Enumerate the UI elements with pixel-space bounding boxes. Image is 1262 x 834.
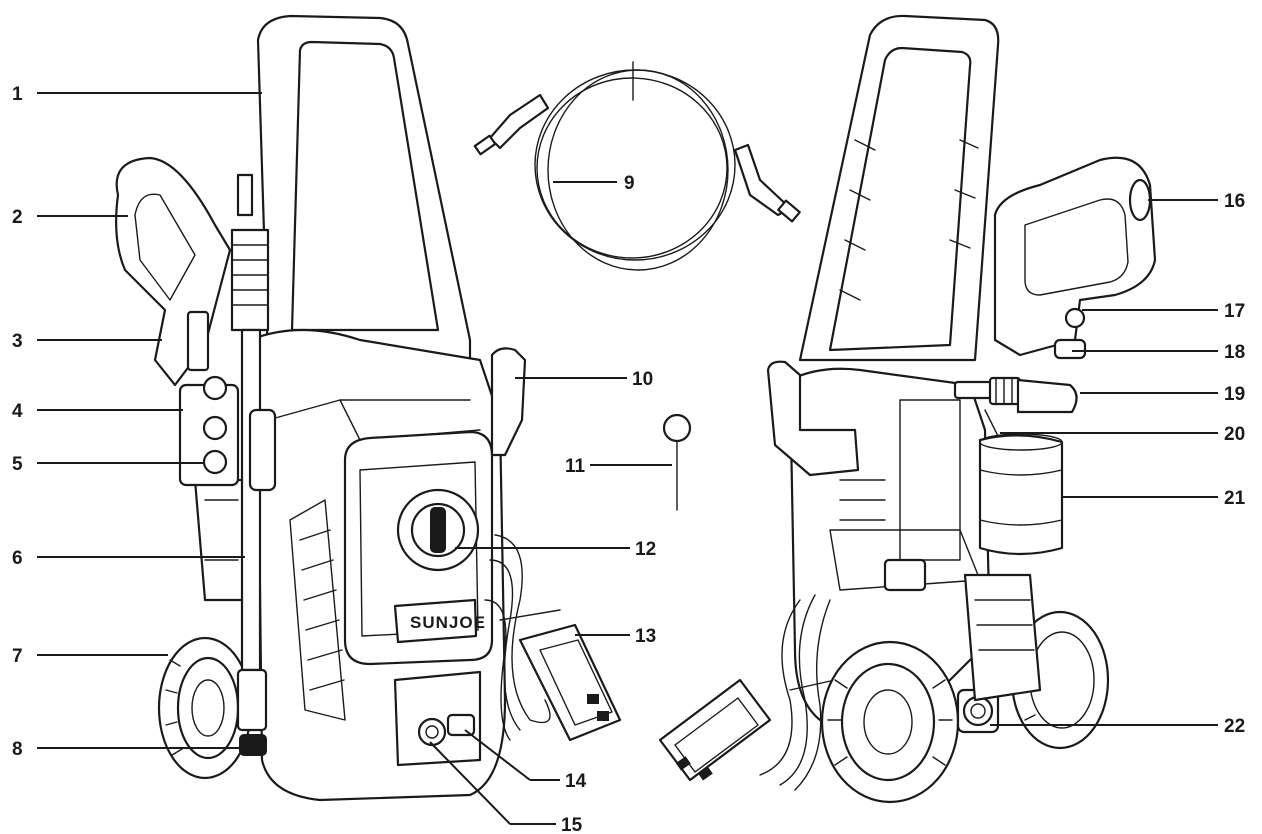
callout-20: 20 xyxy=(1224,424,1245,445)
water-inlet xyxy=(956,573,1042,734)
detergent-tank xyxy=(978,433,1064,556)
callout-21: 21 xyxy=(1224,488,1246,509)
rear-power-cord xyxy=(759,594,836,791)
callout-8: 8 xyxy=(12,739,23,760)
callout-12: 12 xyxy=(635,539,656,560)
nozzle-holder xyxy=(178,375,277,492)
rear-gfci-plug xyxy=(658,678,772,782)
leader-lines xyxy=(37,92,1218,825)
callout-numbers: 1 2 3 4 5 6 7 8 9 10 11 12 13 14 15 16 1… xyxy=(12,84,1246,834)
callout-18: 18 xyxy=(1224,342,1245,363)
callout-11: 11 xyxy=(565,456,586,477)
nozzle-cleaning-pin xyxy=(662,413,692,511)
handle-frame xyxy=(256,14,472,362)
spray-gun xyxy=(115,156,232,387)
callout-14: 14 xyxy=(565,771,587,792)
callout-13: 13 xyxy=(635,626,656,647)
callout-3: 3 xyxy=(12,331,23,352)
callout-22: 22 xyxy=(1224,716,1245,737)
callout-7: 7 xyxy=(12,646,23,667)
callout-17: 17 xyxy=(1224,301,1245,322)
power-cord-bundle xyxy=(484,534,561,741)
callout-19: 19 xyxy=(1224,384,1245,405)
rear-handle-frame xyxy=(798,14,1000,362)
hose-hook xyxy=(490,347,527,457)
rear-view-wheel xyxy=(820,640,960,804)
brand-label: SUNJOE xyxy=(410,613,486,632)
rear-hose-hook xyxy=(766,360,860,477)
high-pressure-hose xyxy=(473,61,801,271)
callout-1: 1 xyxy=(12,84,23,105)
callout-6: 6 xyxy=(12,548,23,569)
rear-spray-gun xyxy=(993,156,1157,360)
callout-15: 15 xyxy=(561,815,583,834)
lower-panel xyxy=(393,670,482,767)
callout-4: 4 xyxy=(12,401,23,422)
callout-5: 5 xyxy=(12,454,23,475)
callout-16: 16 xyxy=(1224,191,1245,212)
rear-view-unit xyxy=(658,14,1157,804)
callout-10: 10 xyxy=(632,369,653,390)
callout-9: 9 xyxy=(624,173,635,194)
callout-2: 2 xyxy=(12,207,23,228)
front-view-unit: SUNJOE xyxy=(115,14,622,802)
gfci-plug xyxy=(518,623,622,742)
control-panel: SUNJOE xyxy=(343,430,494,666)
